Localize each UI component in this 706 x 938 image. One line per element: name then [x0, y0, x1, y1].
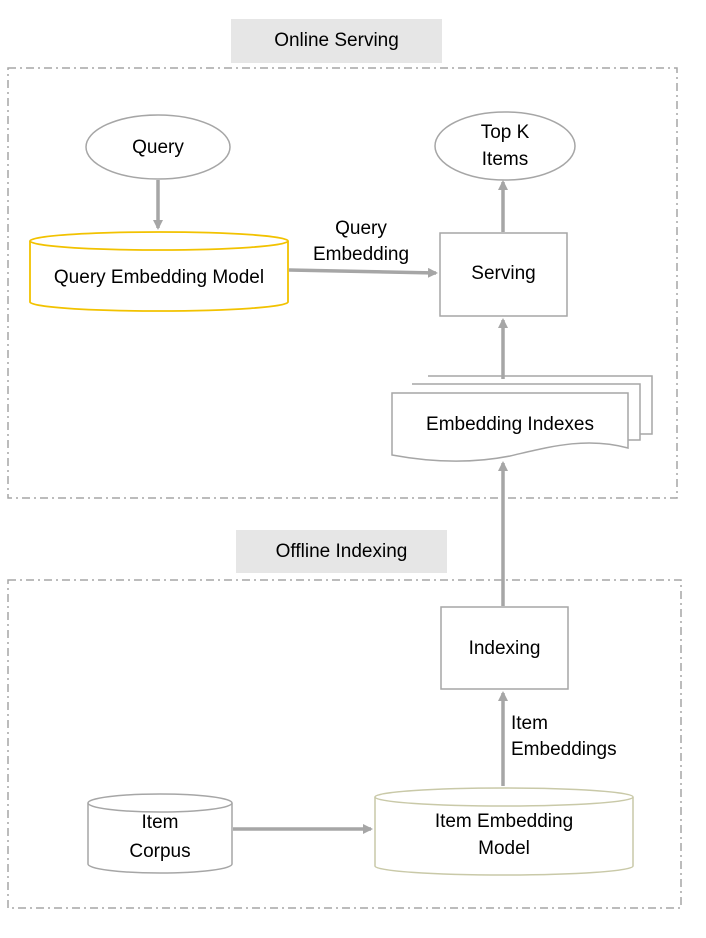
item-embedding-model-label-line2: Model: [478, 838, 530, 859]
query-node: [85, 114, 231, 180]
online-serving-title: Online Serving: [231, 19, 442, 63]
indexing-node: [440, 606, 569, 690]
embedding-indexes-node: [391, 375, 653, 462]
serving-label: Serving: [471, 263, 536, 284]
arrow-model-to-serving: [288, 267, 438, 278]
top-k-label-line2: Items: [481, 149, 529, 170]
item-embedding-model-label-line1: Item Embedding: [434, 811, 574, 832]
item-embeddings-edge-label-line2: Embeddings: [511, 739, 617, 760]
item-corpus-label-line1: Item: [141, 812, 179, 833]
item-corpus-label-line2: Corpus: [129, 841, 191, 862]
offline-indexing-border: [7, 579, 682, 909]
embedding-indexes-label: Embedding Indexes: [426, 414, 594, 435]
item-embeddings-edge-label-line1: Item: [511, 713, 548, 734]
top-k-label-line1: Top K: [480, 122, 530, 143]
query-embedding-model-node: [29, 231, 289, 312]
item-embedding-model-node: [374, 787, 634, 876]
indexing-label: Indexing: [468, 638, 541, 659]
online-serving-border: [7, 67, 678, 499]
query-embedding-edge-label-line1: Query: [335, 218, 387, 239]
offline-indexing-title: Offline Indexing: [236, 530, 447, 573]
item-corpus-node: [87, 793, 233, 874]
online-serving-title-text: Online Serving: [274, 30, 399, 51]
serving-node: [439, 232, 568, 317]
query-label: Query: [132, 137, 184, 158]
offline-indexing-title-text: Offline Indexing: [275, 540, 408, 562]
query-embedding-model-label: Query Embedding Model: [53, 267, 265, 288]
query-embedding-edge-label-line2: Embedding: [312, 244, 410, 265]
